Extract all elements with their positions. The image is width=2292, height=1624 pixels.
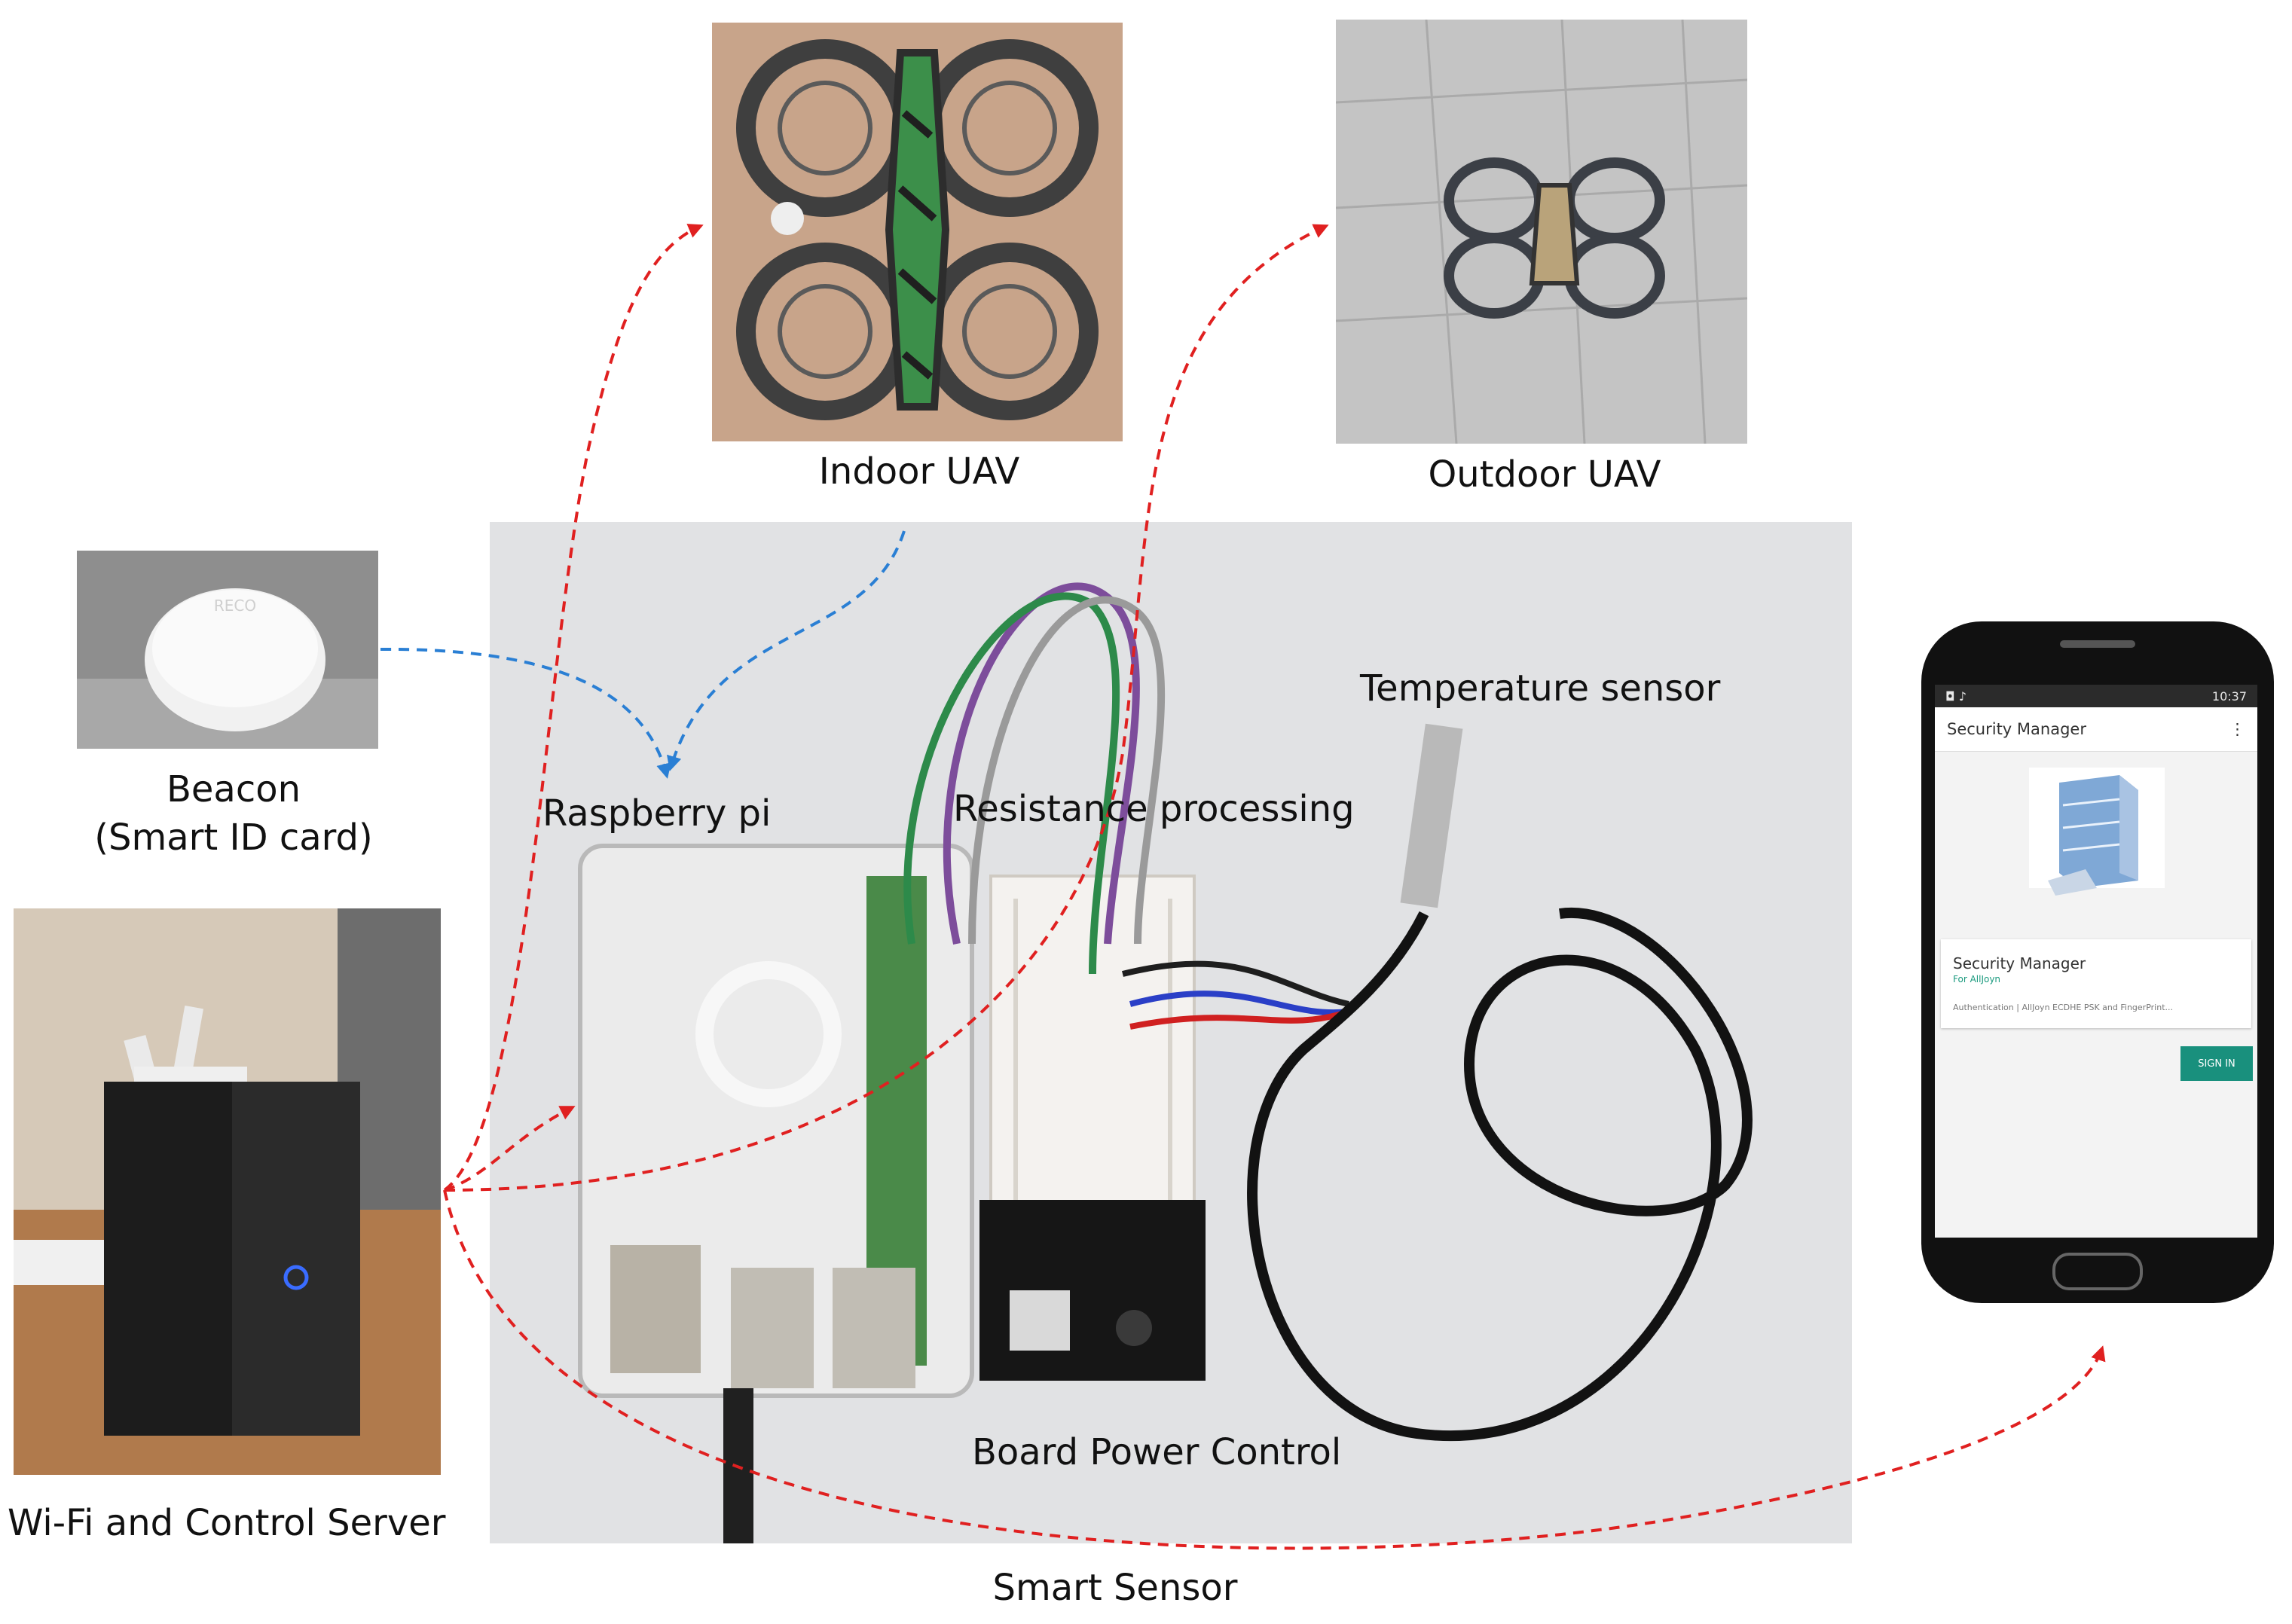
beacon-label: Beacon — [166, 768, 301, 810]
beacon-brand-text: RECO — [214, 597, 256, 615]
server-label: Wi-Fi and Control Server — [8, 1502, 446, 1544]
status-left-icons: ◘ ♪ — [1945, 688, 1967, 704]
phone-screen: ◘ ♪ 10:37 Security Manager ⋮ Security Ma… — [1935, 685, 2257, 1238]
smart-sensor-label: Smart Sensor — [992, 1567, 1238, 1609]
phone-speaker — [2060, 640, 2135, 648]
card-detail: Authentication | AllJoyn ECDHE PSK and F… — [1953, 1003, 2173, 1012]
outdoor-uav-label: Outdoor UAV — [1428, 453, 1661, 496]
phone-status-bar: ◘ ♪ 10:37 — [1935, 685, 2257, 707]
security-manager-card[interactable]: Security Manager For AllJoyn Authenticat… — [1941, 939, 2251, 1028]
raspberry-pi-label: Raspberry pi — [542, 792, 772, 835]
temperature-sensor-label: Temperature sensor — [1360, 667, 1721, 710]
overflow-menu-icon[interactable]: ⋮ — [2229, 720, 2245, 738]
outdoor-uav-drawing — [1336, 20, 1747, 444]
indoor-uav-drawing — [712, 23, 1123, 441]
outdoor-uav-photo — [1336, 20, 1747, 444]
beacon-sublabel: (Smart ID card) — [94, 817, 373, 859]
indoor-uav-label: Indoor UAV — [818, 450, 1020, 493]
phone-home-button — [2052, 1253, 2143, 1290]
app-title: Security Manager — [1947, 720, 2086, 738]
indoor-uav-photo — [712, 23, 1123, 441]
board-power-control-label: Board Power Control — [972, 1431, 1342, 1473]
resistance-processing-label: Resistance processing — [953, 788, 1355, 830]
sign-in-button[interactable]: SIGN IN — [2180, 1046, 2253, 1081]
beacon-drawing: RECO — [77, 551, 378, 749]
card-subtitle: For AllJoyn — [1953, 974, 2001, 984]
beacon-photo: RECO — [77, 551, 378, 749]
status-clock: 10:37 — [2211, 688, 2247, 704]
app-bar: Security Manager ⋮ — [1935, 707, 2257, 752]
server-drawing — [14, 908, 441, 1475]
server-photo — [14, 908, 441, 1475]
card-title: Security Manager — [1953, 954, 2086, 972]
building-icon — [2029, 768, 2165, 896]
